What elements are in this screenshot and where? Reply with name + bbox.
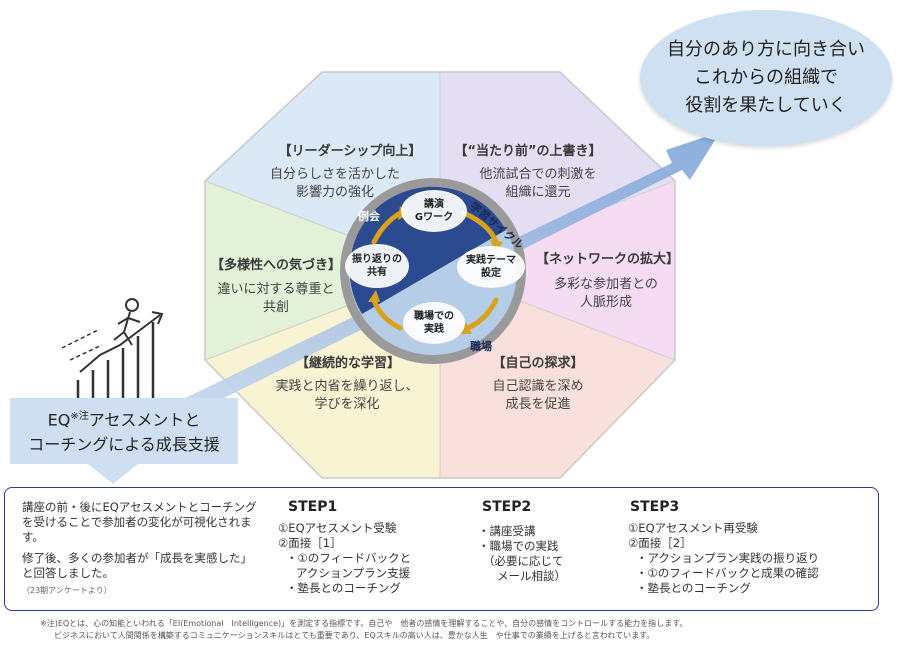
goal-line-1: 自分のあり方に向き合い	[667, 39, 865, 60]
step1-line-5: ・塾長とのコーチング	[286, 581, 401, 595]
eq-coaching-box: EQ※注アセスメントと コーチングによる成長支援	[10, 398, 238, 464]
left-note-source: （23期アンケートより）	[22, 586, 112, 595]
segment-self-title: 【自己の探求】	[492, 356, 584, 371]
step2-line-2: ・職場での実践	[478, 539, 559, 553]
step2-line-1: ・講座受講	[478, 524, 536, 538]
climbing-person-icon	[113, 298, 141, 346]
segment-atarimae-body: 他流試合での刺激を組織に還元	[479, 167, 597, 200]
segment-learning-title: 【継続的な学習】	[295, 356, 400, 371]
step3-line-3: ・アクションプラン実践の振り返り	[636, 551, 820, 565]
segment-leadership-title: 【リーダーシップ向上】	[278, 144, 422, 159]
segment-network	[440, 181, 675, 360]
segment-learning-body: 実践と内省を繰り返し、学びを深化	[275, 379, 419, 412]
step3-line-1: ①EQアセスメント再受験	[628, 521, 758, 535]
left-note-p1: 講座の前・後にEQアセスメントとコーチングを受けることで参加者の変化が可視化され…	[22, 500, 257, 544]
step1-line-2: ②面接［1］	[278, 536, 342, 550]
segment-network-body: 多彩な参加者との人脈形成	[554, 277, 658, 310]
cycle-node-practice: 職場での実践	[414, 311, 454, 335]
segment-atarimae-title: 【“当たり前”の上書き】	[454, 144, 602, 159]
cycle-node-practice-bg	[403, 302, 465, 344]
step1-title: STEP1	[288, 499, 338, 515]
segment-self-body: 自己認識を深め成長を促進	[492, 379, 584, 412]
goal-line-3: 役割を果たしていく	[685, 95, 847, 116]
footnote-line-1: ※注)EQとは、心の知能といわれる「EI(Emotional Intellige…	[40, 619, 688, 628]
cycle-node-share-bg	[345, 244, 409, 288]
goal-line-2: これからの組織で	[694, 67, 838, 88]
cycle-node-lecture-bg	[401, 190, 467, 232]
step3-line-2: ②面接［2］	[628, 536, 692, 550]
cycle-node-share: 振り返りの共有	[352, 254, 402, 278]
segment-diversity-title: 【多様性への気づき】	[210, 258, 341, 273]
segment-network-title: 【ネットワークの拡大】	[536, 252, 680, 267]
step1-line-3: ・①のフィードバックと	[286, 551, 412, 565]
footnote: ※注)EQとは、心の知能といわれる「EI(Emotional Intellige…	[40, 618, 880, 642]
footnote-line-2: ビジネスにおいて人間関係を構築するコミュニケーションスキルはとても重要であり、E…	[54, 631, 655, 640]
goal-bubble: 自分のあり方に向き合い これからの組織で 役割を果たしていく	[640, 10, 892, 146]
segment-leadership-body: 自分らしさを活かした影響力の強化	[269, 167, 400, 200]
step1-line-4: アクションプラン支援	[296, 566, 411, 580]
cycle-node-theme: 実践テーマ設定	[466, 255, 516, 279]
hexagon-outline	[204, 71, 676, 479]
step3-line-5: ・塾長とのコーチング	[636, 581, 751, 595]
eq-pointer-triangle	[88, 464, 138, 484]
step3-line-4: ・①のフィードバックと成果の確認	[636, 566, 819, 580]
cycle-label-reikai: 例会	[358, 210, 380, 223]
steps-panel	[4, 487, 879, 611]
step2-title: STEP2	[482, 499, 532, 515]
segment-diversity-body: 違いに対する尊重と共創	[217, 282, 335, 315]
step3-title: STEP3	[630, 499, 680, 515]
cycle-node-theme-bg	[457, 246, 525, 288]
step1-line-1: ①EQアセスメント受験	[278, 521, 397, 535]
step2-line-3: （必要に応じて	[483, 554, 564, 568]
panel-left-note: 講座の前・後にEQアセスメントとコーチングを受けることで参加者の変化が可視化され…	[22, 500, 262, 604]
cycle-label-shokuba: 職場	[470, 340, 492, 353]
motion-lines-icon	[61, 329, 103, 361]
growth-graph-icon	[76, 311, 164, 398]
left-note-p2: 修了後、多くの参加者が「成長を実感した」と回答しました。	[22, 551, 252, 580]
segment-diversity	[205, 181, 440, 360]
step2-line-4: メール相談）	[497, 569, 566, 583]
